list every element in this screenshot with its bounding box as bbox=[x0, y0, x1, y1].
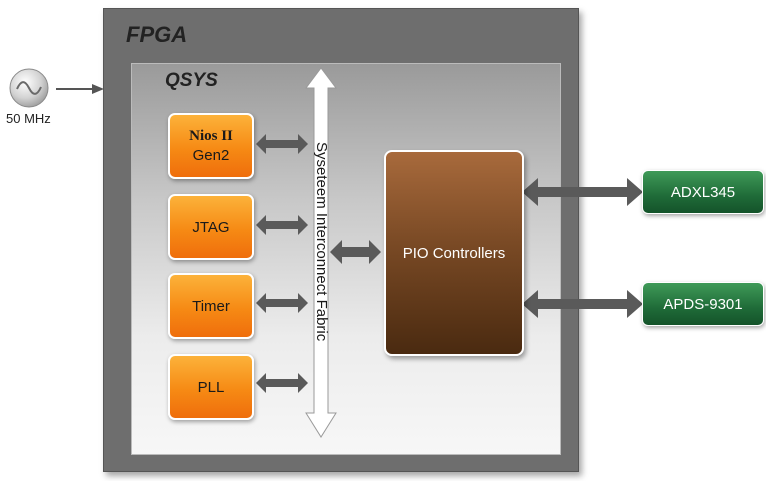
interconnect-fabric-label: Syseteem Interconnect Fabric bbox=[313, 142, 330, 342]
clock-source-icon bbox=[9, 68, 49, 108]
adxl345-label: ADXL345 bbox=[670, 183, 736, 201]
nios-title: Nios II bbox=[189, 128, 233, 144]
timer-block: Timer bbox=[168, 273, 254, 339]
pio-adxl-arrow bbox=[522, 178, 643, 206]
timer-fabric-arrow bbox=[256, 293, 308, 313]
interconnect-fabric-label-wrap: Syseteem Interconnect Fabric bbox=[313, 142, 330, 442]
nios-fabric-arrow bbox=[256, 134, 308, 154]
pio-controllers-label: PIO Controllers bbox=[402, 244, 506, 262]
nios-subtitle: Gen2 bbox=[192, 147, 230, 164]
pio-apds-arrow bbox=[522, 290, 643, 318]
fpga-title: FPGA bbox=[126, 22, 188, 47]
apds-9301-label: APDS-9301 bbox=[663, 295, 743, 313]
interconnect-fabric-arrow bbox=[305, 67, 337, 438]
pll-fabric-arrow bbox=[256, 373, 308, 393]
jtag-fabric-arrow bbox=[256, 215, 308, 235]
clock-input-arrow bbox=[56, 84, 104, 94]
clock-frequency-label: 50 MHz bbox=[6, 111, 51, 126]
pll-block: PLL bbox=[168, 354, 254, 420]
pio-controllers-block: PIO Controllers bbox=[384, 150, 524, 356]
timer-label: Timer bbox=[192, 297, 230, 315]
adxl345-block: ADXL345 bbox=[642, 170, 764, 214]
jtag-block: JTAG bbox=[168, 194, 254, 260]
apds-9301-block: APDS-9301 bbox=[642, 282, 764, 326]
pll-label: PLL bbox=[197, 378, 225, 396]
nios-ii-block: Nios II Gen2 bbox=[168, 113, 254, 179]
jtag-label: JTAG bbox=[192, 218, 230, 236]
fabric-pio-arrow bbox=[330, 240, 381, 264]
qsys-title: QSYS bbox=[165, 70, 218, 91]
